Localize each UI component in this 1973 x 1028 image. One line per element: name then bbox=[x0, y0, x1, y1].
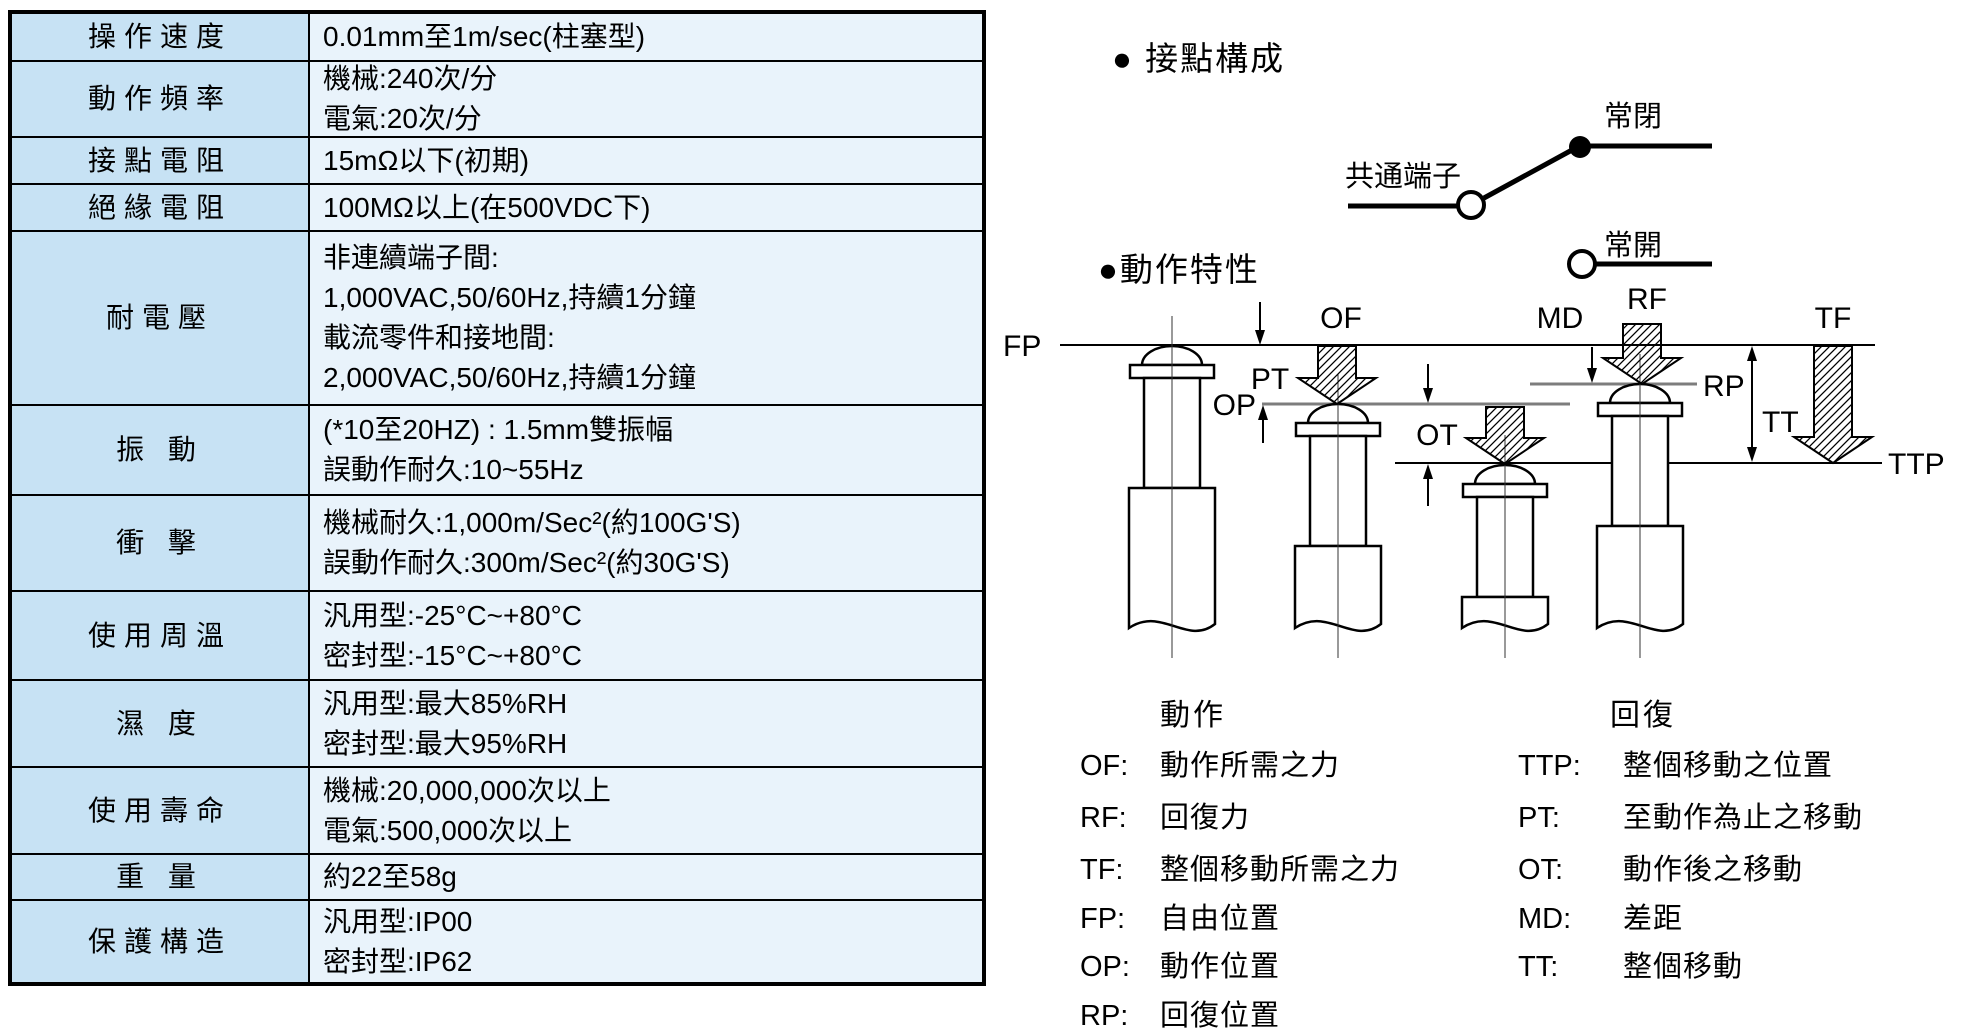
spec-row-value: (*10至20HZ) : 1.5mm雙振幅 誤動作耐久:10~55Hz bbox=[310, 406, 982, 494]
legend-return-header: 回復 bbox=[1610, 699, 1676, 732]
legend-abbr: OF: bbox=[1080, 750, 1129, 782]
spec-row-value: 機械:240次/分 電氣:20次/分 bbox=[310, 62, 982, 136]
rp-label: RP bbox=[1703, 370, 1745, 403]
pt-label: PT bbox=[1251, 363, 1289, 396]
normally-open-label: 常開 bbox=[1604, 229, 1662, 262]
md-label: MD bbox=[1537, 302, 1584, 335]
pt-dimension-arrows bbox=[1255, 302, 1268, 443]
spec-row-label: 重 量 bbox=[12, 855, 308, 899]
legend-abbr: MD: bbox=[1518, 903, 1572, 935]
of-force-arrow-icon bbox=[1294, 345, 1380, 406]
spec-row-label: 保護構造 bbox=[12, 901, 308, 982]
spec-row-label: 耐電壓 bbox=[12, 232, 308, 404]
travel-force-arrow-icon bbox=[1462, 406, 1548, 466]
op-label: OP bbox=[1213, 389, 1256, 422]
legend-text: 整個移動所需之力 bbox=[1160, 854, 1401, 886]
legend-text: 回復位置 bbox=[1160, 1000, 1281, 1028]
spec-row-value: 非連續端子間: 1,000VAC,50/60Hz,持續1分鐘 載流零件和接地間:… bbox=[310, 232, 982, 404]
legend-item-fp: FP: 自由位置 bbox=[1080, 895, 1280, 937]
normally-open-contact-icon bbox=[1567, 249, 1597, 279]
spec-row-label: 絕緣電阻 bbox=[12, 185, 308, 230]
legend-item-md: MD: 差距 bbox=[1518, 895, 1683, 937]
legend-text: 差距 bbox=[1623, 903, 1684, 935]
ttp-label: TTP bbox=[1888, 448, 1945, 481]
action-section-heading: ●動作特性 bbox=[1098, 251, 1260, 288]
legend-item-rp: RP: 回復位置 bbox=[1080, 992, 1280, 1028]
contact-section-heading: ● 接點構成 bbox=[1112, 40, 1286, 77]
tf-label: TF bbox=[1815, 302, 1852, 335]
spec-row-label: 動作頻率 bbox=[12, 62, 308, 136]
legend-text: 動作位置 bbox=[1160, 951, 1281, 983]
legend-text: 動作所需之力 bbox=[1160, 750, 1341, 782]
spec-row-value: 機械耐久:1,000m/Sec²(約100G'S) 誤動作耐久:300m/Sec… bbox=[310, 496, 982, 590]
ot-label: OT bbox=[1416, 419, 1458, 452]
rf-label: RF bbox=[1627, 283, 1667, 316]
spec-row-label: 濕 度 bbox=[12, 681, 308, 766]
md-dimension-arrow bbox=[1587, 347, 1597, 383]
spec-row-value: 機械:20,000,000次以上 電氣:500,000次以上 bbox=[310, 768, 982, 853]
spec-row-value: 汎用型:IP00 密封型:IP62 bbox=[310, 901, 982, 982]
spec-row-label: 操作速度 bbox=[12, 14, 308, 60]
of-label: OF bbox=[1320, 302, 1362, 335]
legend-abbr: OT: bbox=[1518, 854, 1564, 886]
spec-row-label: 接點電阻 bbox=[12, 138, 308, 183]
legend-item-ttp: TTP: 整個移動之位置 bbox=[1518, 742, 1833, 784]
legend-abbr: TT: bbox=[1518, 951, 1559, 983]
legend-item-op: OP: 動作位置 bbox=[1080, 943, 1280, 985]
legend-item-rf: RF: 回復力 bbox=[1080, 794, 1250, 836]
rf-force-arrow-icon bbox=[1599, 323, 1685, 386]
contact-configuration-diagram: 共通端子 常閉 常開 bbox=[1345, 100, 1712, 279]
spec-row-value: 汎用型:-25°C~+80°C 密封型:-15°C~+80°C bbox=[310, 592, 982, 679]
legend-abbr: OP: bbox=[1080, 951, 1130, 983]
fp-label: FP bbox=[1003, 330, 1041, 363]
spec-row-value: 100MΩ以上(在500VDC下) bbox=[310, 185, 982, 230]
spec-row-label: 衝 擊 bbox=[12, 496, 308, 590]
legend-item-ot: OT: 動作後之移動 bbox=[1518, 846, 1803, 888]
legend-text: 自由位置 bbox=[1160, 903, 1281, 935]
spec-row-value: 汎用型:最大85%RH 密封型:最大95%RH bbox=[310, 681, 982, 766]
legend-text: 整個移動 bbox=[1623, 951, 1744, 983]
spec-table: 操作速度 0.01mm至1m/sec(柱塞型) 動作頻率 機械:240次/分 電… bbox=[8, 10, 986, 986]
tt-label: TT bbox=[1762, 406, 1799, 439]
legend-text: 回復力 bbox=[1160, 802, 1251, 834]
spec-row-label: 使用周溫 bbox=[12, 592, 308, 679]
tf-force-arrow-icon bbox=[1790, 345, 1876, 465]
legend-abbr: PT: bbox=[1518, 802, 1560, 834]
legend-abbr: FP: bbox=[1080, 903, 1126, 935]
common-terminal-contact-icon bbox=[1456, 190, 1486, 220]
spec-row-label: 使用壽命 bbox=[12, 768, 308, 853]
tt-dimension-arrow bbox=[1747, 346, 1757, 462]
legend-text: 動作後之移動 bbox=[1623, 854, 1804, 886]
action-characteristics-diagram: FP OF PT OP OT MD RF RP TT TF TTP bbox=[1003, 283, 1945, 658]
ot-dimension-arrows bbox=[1423, 364, 1433, 506]
spec-row-label: 振 動 bbox=[12, 406, 308, 494]
legend-action-header: 動作 bbox=[1160, 699, 1226, 732]
legend-item-pt: PT: 至動作為止之移動 bbox=[1518, 794, 1863, 836]
legend-item-of: OF: 動作所需之力 bbox=[1080, 742, 1340, 784]
spec-row-value: 15mΩ以下(初期) bbox=[310, 138, 982, 183]
legend-abbr: TTP: bbox=[1518, 750, 1581, 782]
legend-abbr: RP: bbox=[1080, 1000, 1129, 1028]
spec-row-value: 0.01mm至1m/sec(柱塞型) bbox=[310, 14, 982, 60]
spec-row-value: 約22至58g bbox=[310, 855, 982, 899]
legend-text: 整個移動之位置 bbox=[1623, 750, 1834, 782]
legend-text: 至動作為止之移動 bbox=[1623, 802, 1864, 834]
common-terminal-label: 共通端子 bbox=[1345, 160, 1461, 193]
legend-item-tf: TF: 整個移動所需之力 bbox=[1080, 846, 1400, 888]
switch-blade-line bbox=[1482, 147, 1574, 201]
normally-closed-label: 常閉 bbox=[1604, 100, 1662, 133]
legend-abbr: TF: bbox=[1080, 854, 1124, 886]
legend-item-tt: TT: 整個移動 bbox=[1518, 943, 1743, 985]
legend-abbr: RF: bbox=[1080, 802, 1127, 834]
normally-closed-contact-icon bbox=[1569, 136, 1591, 158]
